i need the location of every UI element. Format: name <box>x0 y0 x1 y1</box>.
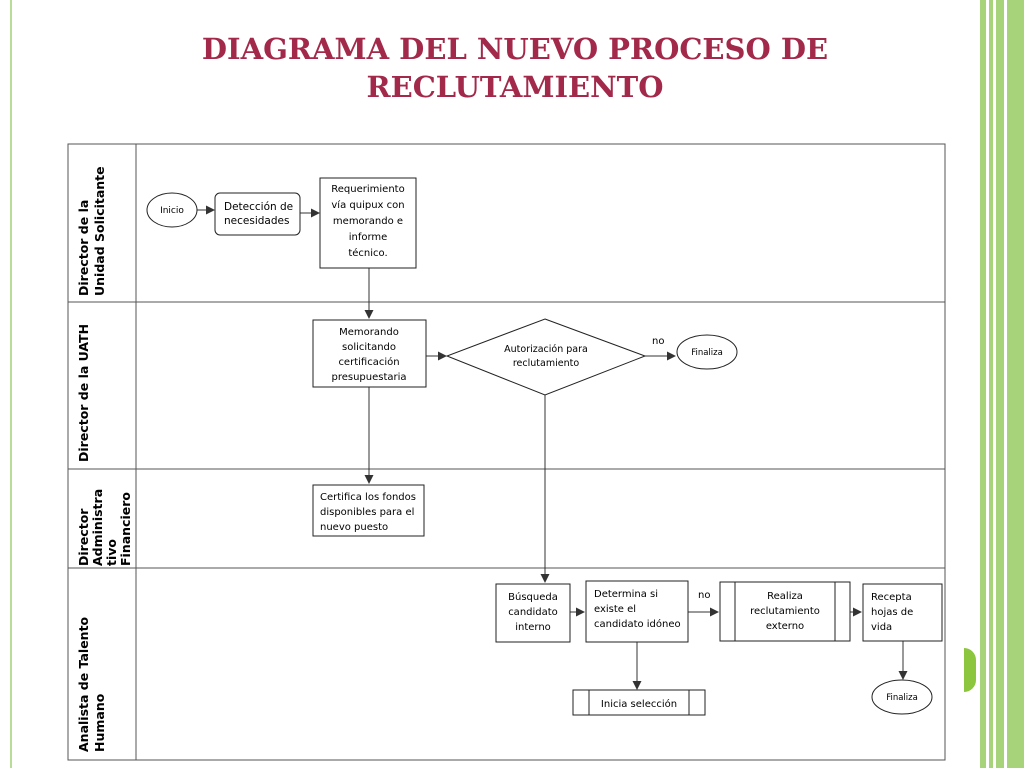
connectors <box>196 205 908 690</box>
edge-label-no-2: no <box>698 590 710 601</box>
end-node-finaliza-1: Finaliza <box>676 334 738 370</box>
page-title: DIAGRAMA DEL NUEVO PROCESO DE RECLUTAMIE… <box>120 30 910 106</box>
svg-text:Inicia selección: Inicia selección <box>601 698 677 710</box>
title-line-2: RECLUTAMIENTO <box>366 70 664 104</box>
title-line-1: DIAGRAMA DEL NUEVO PROCESO DE <box>201 32 829 66</box>
lane-label-financiero: DirectorAdministrativoFinanciero <box>76 489 133 566</box>
lane-label-talento: Analista de TalentoHumano <box>76 616 107 752</box>
svg-text:Finaliza: Finaliza <box>886 693 918 703</box>
swimlane-grid <box>67 143 946 761</box>
svg-text:DirectorAdministrativoFinancie: DirectorAdministrativoFinanciero <box>76 489 133 566</box>
svg-text:Finaliza: Finaliza <box>691 348 723 358</box>
end-node-finaliza-2: Finaliza <box>871 679 933 715</box>
svg-text:Analista de TalentoHumano: Analista de TalentoHumano <box>76 616 107 752</box>
decorative-green-stripes <box>975 0 1024 768</box>
left-frame-line <box>0 0 12 768</box>
start-node-inicio: Inicio <box>146 192 198 228</box>
lane-label-uath: Director de la UATH <box>76 324 91 462</box>
edge-label-no-1: no <box>652 336 664 347</box>
svg-text:Director de laUnidad Solicitan: Director de laUnidad Solicitante <box>76 166 107 296</box>
lane-label-solicitante: Director de laUnidad Solicitante <box>76 166 107 296</box>
process-inicia-seleccion: Inicia selección <box>572 689 706 716</box>
svg-text:Inicio: Inicio <box>160 206 184 216</box>
decorative-green-tab <box>964 648 976 692</box>
svg-text:Director de la UATH: Director de la UATH <box>76 324 91 462</box>
